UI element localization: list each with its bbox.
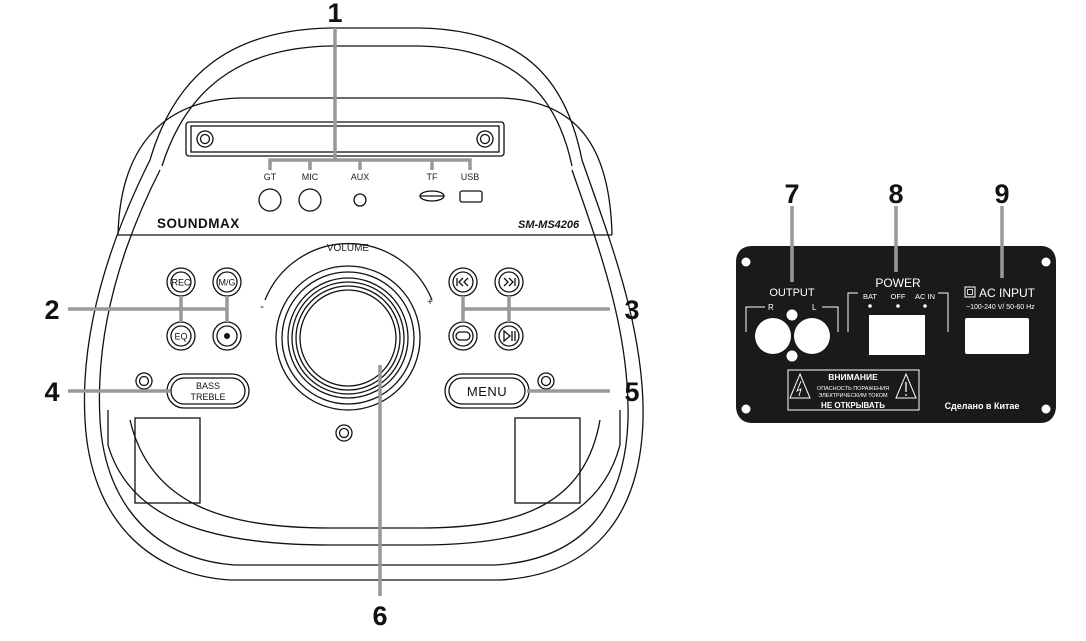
model-name: SM-MS4206 xyxy=(518,219,580,231)
callout-1: 1 xyxy=(327,0,342,28)
repeat-icon xyxy=(455,331,471,341)
rec-button[interactable]: REC xyxy=(166,267,196,297)
svg-text:BASS: BASS xyxy=(196,381,220,391)
warning-title: ВНИМАНИЕ xyxy=(828,372,878,382)
output-l-jack[interactable] xyxy=(794,318,830,354)
svg-text:M/G: M/G xyxy=(219,278,236,288)
volume-plus: + xyxy=(427,297,433,308)
svg-text:MENU: MENU xyxy=(467,384,507,399)
screw-hole xyxy=(1041,404,1051,414)
bass-treble-button[interactable]: BASS TREBLE xyxy=(166,373,250,409)
screw-hole xyxy=(741,404,751,414)
power-off: OFF xyxy=(891,292,906,301)
ac-input-socket[interactable] xyxy=(965,318,1029,354)
eq-button[interactable]: EQ xyxy=(166,321,196,351)
menu-button[interactable]: MENU xyxy=(444,373,530,409)
speaker-body xyxy=(83,27,644,581)
record-dot-button[interactable] xyxy=(212,321,242,351)
svg-text:REC: REC xyxy=(171,278,191,288)
callout-5: 5 xyxy=(624,377,639,407)
port-strip xyxy=(185,121,505,157)
callout-8: 8 xyxy=(888,179,903,209)
power-dot xyxy=(896,304,900,308)
previous-button[interactable] xyxy=(448,267,478,297)
usb-port[interactable] xyxy=(459,190,483,203)
play-pause-icon xyxy=(503,329,516,343)
power-switch[interactable] xyxy=(869,315,925,355)
power-bat: BAT xyxy=(863,292,877,301)
repeat-button[interactable] xyxy=(448,321,478,351)
warning-line1: ОПАСНОСТЬ ПОРАЖЕНИЯ xyxy=(817,386,889,392)
volume-label: VOLUME xyxy=(327,243,370,254)
warning-label: ВНИМАНИЕ ОПАСНОСТЬ ПОРАЖЕНИЯ ЭЛЕКТРИЧЕСК… xyxy=(787,369,920,411)
warning-footer: НЕ ОТКРЫВАТЬ xyxy=(821,401,885,410)
next-track-icon xyxy=(503,277,516,287)
aux-jack[interactable] xyxy=(353,193,367,207)
callout-4: 4 xyxy=(44,377,59,407)
tf-card-slot[interactable] xyxy=(419,190,445,202)
rear-callout-pointers xyxy=(790,206,1004,282)
callout-6: 6 xyxy=(372,601,387,631)
gt-jack[interactable] xyxy=(258,188,282,212)
screw-hole xyxy=(1041,257,1051,267)
output-r-jack[interactable] xyxy=(755,318,791,354)
callout-2: 2 xyxy=(44,295,59,325)
brand-logo: SOUNDMAX xyxy=(157,216,240,231)
rear-panel: OUTPUT R L POWER BAT OFF AC IN AC INPUT … xyxy=(736,246,1056,423)
output-pin xyxy=(786,350,798,362)
ac-input-label: AC INPUT xyxy=(979,286,1036,300)
indicator-bottom xyxy=(335,424,353,442)
callout-9: 9 xyxy=(994,179,1009,209)
volume-minus: - xyxy=(260,299,264,313)
play-pause-button[interactable] xyxy=(494,321,524,351)
output-l-label: L xyxy=(812,303,817,312)
output-pin xyxy=(786,309,798,321)
power-dot xyxy=(923,304,927,308)
volume-knob[interactable] xyxy=(275,265,421,411)
previous-track-icon xyxy=(456,277,469,287)
callout-3: 3 xyxy=(624,295,639,325)
ac-input-spec: ~100-240 V/ 50-60 Hz xyxy=(966,304,1035,311)
warning-line2: ЭЛЕКТРИЧЕСКИМ ТОКОМ xyxy=(818,393,888,399)
svg-text:TREBLE: TREBLE xyxy=(190,392,225,402)
port-label-mic: MIC xyxy=(302,172,319,182)
callout-pointers xyxy=(68,28,610,596)
callout-7: 7 xyxy=(784,179,799,209)
svg-text:EQ: EQ xyxy=(174,332,187,342)
screw-hole xyxy=(741,257,751,267)
port-label-aux: AUX xyxy=(351,172,370,182)
power-dot xyxy=(868,304,872,308)
port-label-gt: GT xyxy=(264,172,277,182)
ac-input-icon xyxy=(964,286,976,298)
mg-button[interactable]: M/G xyxy=(212,267,242,297)
indicator-right xyxy=(537,372,555,390)
made-in-label: Сделано в Китае xyxy=(945,401,1020,411)
dot-icon xyxy=(224,333,230,339)
power-label: POWER xyxy=(875,276,921,290)
port-label-tf: TF xyxy=(427,172,438,182)
power-ac-in: AC IN xyxy=(915,292,935,301)
mic-jack[interactable] xyxy=(298,188,322,212)
indicator-left xyxy=(135,372,153,390)
port-label-usb: USB xyxy=(461,172,480,182)
output-label: OUTPUT xyxy=(769,287,815,299)
exclamation-warning-icon xyxy=(895,372,917,399)
lightning-warning-icon xyxy=(789,372,811,399)
next-button[interactable] xyxy=(494,267,524,297)
output-r-label: R xyxy=(768,303,774,312)
